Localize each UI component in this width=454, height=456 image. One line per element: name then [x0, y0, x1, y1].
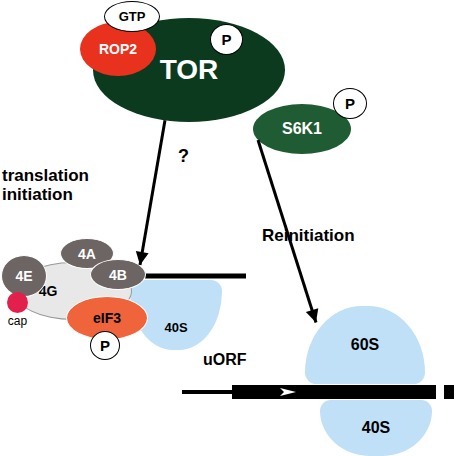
node-text: 4A [78, 246, 96, 262]
orf-box [338, 385, 436, 399]
node-text: GTP [119, 9, 146, 24]
node-text: 4E [15, 268, 32, 284]
phosphate-circle: P [90, 331, 120, 360]
arrow-head [306, 308, 318, 322]
node-text: 40S [164, 320, 187, 335]
phosphate-circle: P [333, 88, 367, 119]
mrna-line [444, 385, 454, 399]
eif4e-ellipse: 4E [1, 255, 47, 297]
node-text: P [345, 95, 355, 112]
node-text: ROP2 [99, 41, 137, 57]
ribosome-40s: 40S [320, 400, 432, 456]
eif4b-ellipse: 4B [90, 259, 146, 290]
node-text: 4B [109, 267, 127, 283]
gtp-ellipse: GTP [104, 1, 160, 32]
process-label: translation initiation [2, 166, 114, 204]
node-text: P [100, 337, 110, 354]
element-label: uORF [203, 350, 263, 369]
node-text: P [221, 31, 231, 48]
node-text: eIF3 [93, 310, 121, 326]
uorf-box [232, 385, 338, 399]
node-caption: cap [8, 314, 27, 328]
node-text: TOR [160, 54, 219, 86]
ribosome-60s: 60S [305, 306, 425, 384]
edge-label: ? [178, 146, 189, 167]
edge-label: Reinitiation [262, 226, 355, 246]
node-text: 40S [362, 419, 390, 437]
node-text: S6K1 [282, 120, 322, 138]
cap-circle: cap [7, 292, 28, 313]
phosphate-circle: P [210, 24, 243, 55]
direction-arrowhead [280, 388, 296, 396]
arrow-shaft [140, 120, 165, 265]
arrow-connector [136, 120, 165, 265]
node-text: 60S [351, 336, 379, 354]
